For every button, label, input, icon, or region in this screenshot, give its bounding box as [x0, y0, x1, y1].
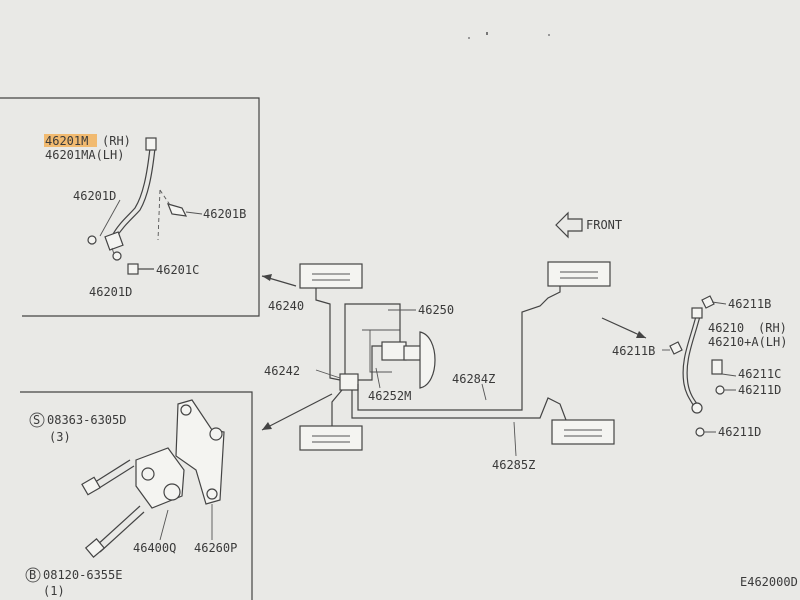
detail-box-valve: S 08363-6305D (3) B 08120-6355E (1) 4640…	[20, 391, 253, 600]
label-46285z: 46285Z	[492, 458, 535, 472]
wheel-front-left	[299, 263, 363, 289]
label-46211b-left: 46211B	[612, 344, 655, 358]
highlight-46201m	[44, 134, 97, 147]
junction-46242	[339, 373, 359, 391]
detail-box-front-hose: 46201M (RH) 46201MA(LH) 46201D 46201B 46…	[0, 97, 260, 317]
label-46400q: 46400Q	[133, 541, 176, 555]
label-bolt-08363: 08363-6305D	[47, 413, 126, 427]
label-46210: 46210	[708, 321, 744, 335]
label-qty-3: (3)	[49, 430, 71, 444]
mark-s: S	[33, 413, 40, 427]
master-cylinder	[381, 341, 407, 361]
label-46240: 46240	[268, 299, 304, 313]
label-46211b-top: 46211B	[728, 297, 771, 311]
wheel-front-right	[547, 261, 611, 287]
front-arrow-icon	[555, 211, 583, 239]
detail-rear-hose: 46211B 46210 (RH) 46210+A(LH) 46211B 462…	[612, 295, 787, 439]
label-46201ma: 46201MA(LH)	[45, 148, 124, 162]
label-front: FRONT	[586, 218, 622, 232]
mark-b: B	[29, 568, 36, 582]
label-46201d-b: 46201D	[89, 285, 132, 299]
label-46211d-a: 46211D	[738, 383, 781, 397]
piping-layout: FRONT	[261, 211, 647, 472]
label-46242: 46242	[264, 364, 300, 378]
label-46252m: 46252M	[368, 389, 411, 403]
label-qty-1: (1)	[43, 584, 65, 598]
label-rh-2: (RH)	[758, 321, 787, 335]
label-46284z: 46284Z	[452, 372, 495, 386]
label-rh-1: (RH)	[102, 134, 131, 148]
label-46210a: 46210+A(LH)	[708, 335, 787, 349]
label-46260p: 46260P	[194, 541, 237, 555]
label-46250: 46250	[418, 303, 454, 317]
specks	[468, 32, 550, 39]
label-46201c: 46201C	[156, 263, 199, 277]
wheel-rear-right	[551, 419, 615, 445]
wheel-rear-left	[299, 425, 363, 451]
label-46211c: 46211C	[738, 367, 781, 381]
label-46201b: 46201B	[203, 207, 246, 221]
label-46201d-a: 46201D	[73, 189, 116, 203]
label-46211d-b: 46211D	[718, 425, 761, 439]
diagram-code: E462000D	[740, 575, 798, 589]
front-brake-hose	[111, 147, 151, 237]
label-bolt-08120: 08120-6355E	[43, 568, 122, 582]
label-46201m: 46201M	[45, 134, 88, 148]
